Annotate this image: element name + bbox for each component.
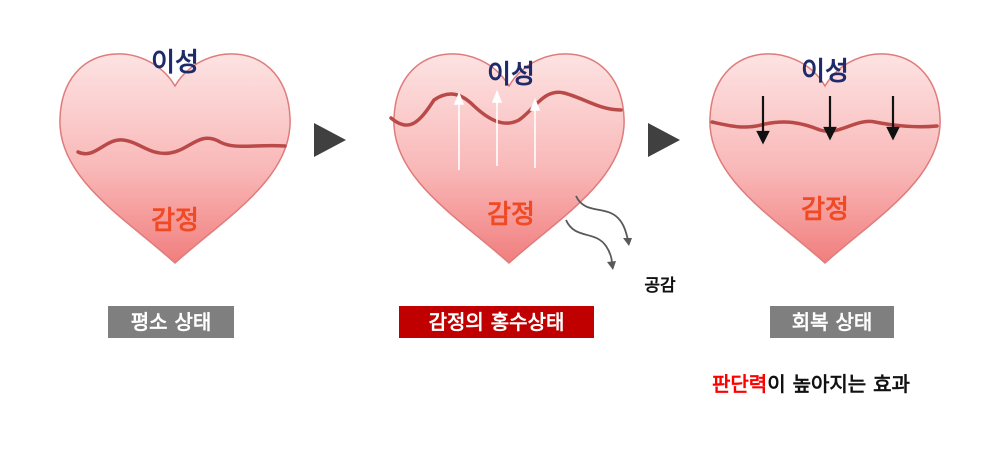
state-badge-recovered: 회복 상태: [770, 306, 894, 338]
rising-arrows: [453, 89, 541, 170]
next-arrow-1: [314, 123, 346, 157]
emotion-label-3: 감정: [801, 195, 849, 225]
empathy-label: 공감: [644, 276, 676, 296]
normal-wave: [76, 136, 287, 156]
next-arrow-2: [648, 123, 680, 157]
reason-label-1: 이성: [151, 48, 199, 78]
effect-note: 판단력이 높아지는 효과: [712, 368, 910, 397]
state-badge-flood: 감정의 홍수상태: [399, 306, 594, 338]
effect-highlight: 판단력: [712, 372, 768, 396]
empathy-curve-arrows: [565, 195, 632, 270]
emotion-label-2: 감정: [487, 200, 535, 230]
heart-normal: [59, 53, 291, 264]
flood-wave: [389, 90, 623, 127]
heart-flooded: [389, 53, 625, 264]
state-badge-normal: 평소 상태: [108, 306, 234, 338]
emotion-label-1: 감정: [151, 206, 199, 236]
reason-label-3: 이성: [801, 57, 849, 87]
heart-recovered: [709, 53, 941, 264]
lowering-arrows: [756, 96, 900, 145]
effect-rest: 이 높아지는 효과: [767, 372, 910, 396]
recovered-wave: [710, 119, 939, 133]
reason-label-2: 이성: [487, 60, 535, 90]
